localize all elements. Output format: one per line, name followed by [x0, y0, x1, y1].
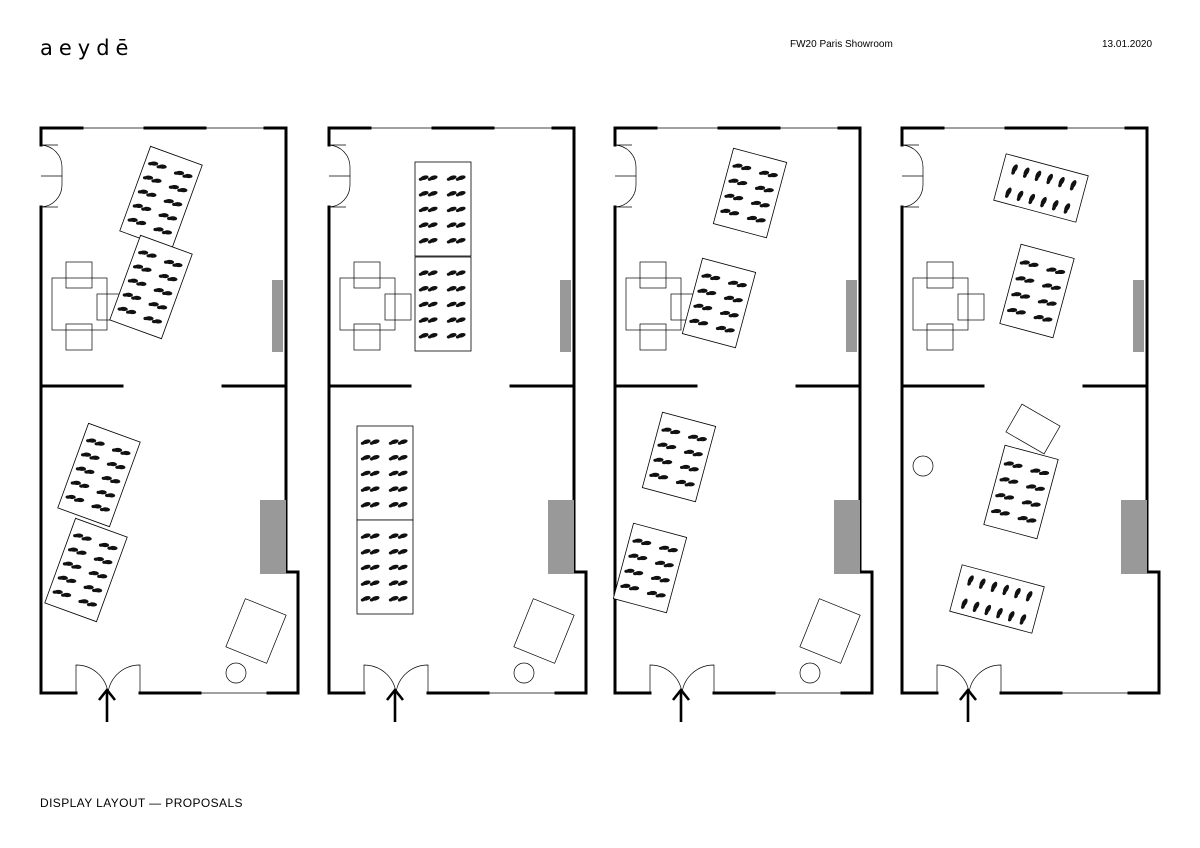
display-table — [57, 422, 141, 528]
table-top — [993, 153, 1089, 223]
door-icon — [328, 144, 351, 208]
display-table — [109, 234, 193, 340]
display-table — [999, 243, 1075, 339]
chair — [926, 261, 954, 289]
display-table — [414, 256, 472, 352]
floor-plan-4 — [900, 126, 1161, 722]
chair — [353, 261, 381, 289]
floor-plan-2 — [327, 126, 588, 722]
door-icon — [901, 144, 924, 208]
table-top — [999, 243, 1075, 339]
display-table — [356, 425, 414, 521]
wall-panel — [260, 500, 286, 574]
display-table — [681, 257, 757, 349]
wall-panel — [1133, 280, 1144, 352]
display-table — [414, 161, 472, 257]
side-table — [225, 598, 287, 664]
desk — [339, 277, 396, 331]
wall-panel — [548, 500, 574, 574]
desk-with-chairs — [339, 261, 412, 351]
table-top — [612, 522, 688, 614]
floor-plan-3 — [612, 126, 874, 722]
table-top — [641, 411, 717, 503]
desk — [625, 277, 682, 331]
desk-with-chairs — [51, 261, 124, 351]
door-icon — [649, 664, 715, 694]
display-table — [119, 145, 203, 251]
table-top — [44, 517, 128, 623]
side-table — [799, 598, 861, 664]
table-top — [983, 444, 1059, 540]
door-icon — [363, 664, 429, 694]
display-table — [993, 153, 1089, 223]
door-icon — [75, 664, 141, 694]
wall-panel — [846, 280, 857, 352]
chair — [926, 323, 954, 351]
chair — [384, 293, 412, 321]
stool — [912, 455, 934, 477]
display-table — [949, 564, 1045, 634]
chair — [639, 261, 667, 289]
display-table — [356, 519, 414, 615]
brand-logo: aeydē — [40, 36, 135, 60]
desk-with-chairs — [912, 261, 985, 351]
table-top — [119, 145, 203, 251]
footer-caption: DISPLAY LAYOUT — PROPOSALS — [40, 796, 243, 810]
chair — [65, 261, 93, 289]
chair — [353, 323, 381, 351]
wall-panel — [1121, 500, 1147, 574]
table-top — [712, 147, 788, 239]
display-table — [641, 411, 717, 503]
chair — [957, 293, 985, 321]
page-title: FW20 Paris Showroom — [790, 39, 893, 50]
desk — [912, 277, 969, 331]
desk — [51, 277, 108, 331]
door-icon — [40, 144, 63, 208]
desk-with-chairs — [625, 261, 698, 351]
stool — [225, 662, 247, 684]
stool — [799, 662, 821, 684]
door-icon — [936, 664, 1002, 694]
entrance-arrow-icon — [958, 687, 978, 722]
entrance-arrow-icon — [385, 687, 405, 722]
page-date: 13.01.2020 — [1102, 39, 1153, 50]
side-table — [1005, 403, 1061, 455]
display-table — [983, 444, 1059, 540]
display-table — [612, 522, 688, 614]
table-top — [949, 564, 1045, 634]
wall-panel — [560, 280, 571, 352]
table-top — [57, 422, 141, 528]
entrance-arrow-icon — [671, 687, 691, 722]
door-icon — [614, 144, 637, 208]
chair — [639, 323, 667, 351]
side-table — [513, 598, 575, 664]
wall-panel — [834, 500, 860, 574]
table-top — [681, 257, 757, 349]
display-table — [712, 147, 788, 239]
floor-plan-1 — [39, 126, 300, 722]
table-top — [109, 234, 193, 340]
wall-panel — [272, 280, 283, 352]
chair — [65, 323, 93, 351]
display-table — [44, 517, 128, 623]
entrance-arrow-icon — [97, 687, 117, 722]
stool — [513, 662, 535, 684]
